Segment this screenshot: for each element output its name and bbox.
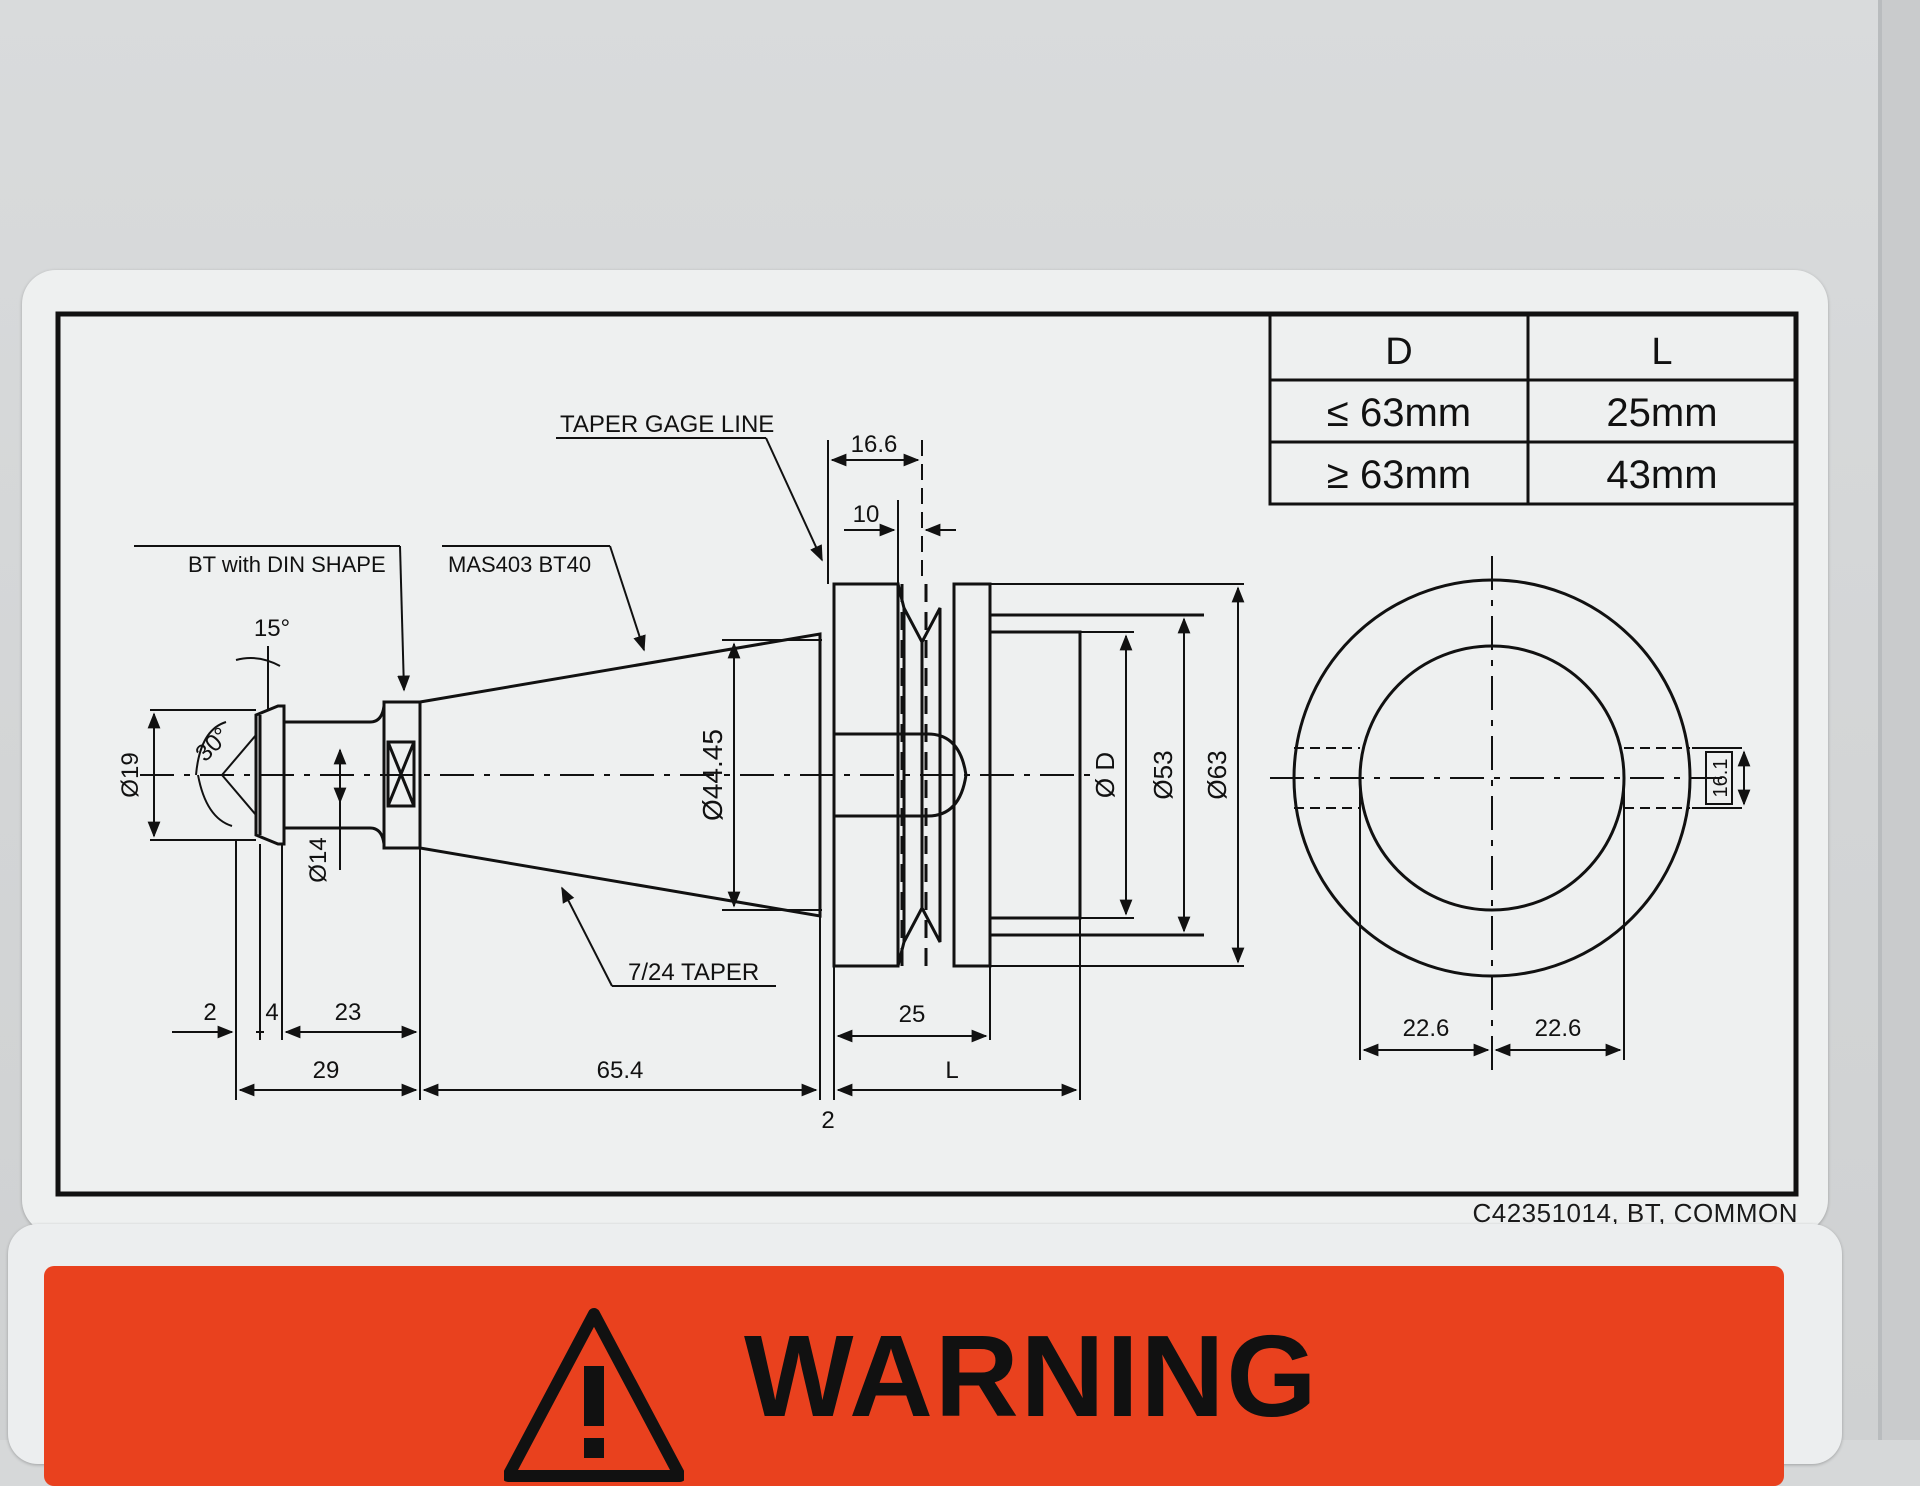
- drawing-border: [55, 311, 1799, 1197]
- dim-22-6-right-label: 22.6: [1535, 1015, 1582, 1042]
- callout-mas403: MAS403 BT40: [448, 552, 591, 577]
- table-header-l: L: [1651, 331, 1672, 373]
- dim-L-label: L: [945, 1057, 958, 1084]
- panel-side-strip: [1882, 0, 1920, 1440]
- diaD-label: Ø D: [1090, 752, 1120, 798]
- part-number: C42351014, BT, COMMON: [1472, 1198, 1798, 1228]
- callout-leaders: [134, 437, 823, 987]
- technical-drawing: D L ≤ 63mm 25mm ≥ 63mm 43mm: [55, 311, 1799, 1197]
- dim-dia19: [147, 709, 256, 841]
- table-row-1-l: 25mm: [1606, 391, 1717, 435]
- angle-marks: [195, 646, 281, 827]
- dim-2-left-label: 2: [203, 999, 216, 1026]
- dia53-label: Ø53: [1148, 750, 1178, 799]
- warning-label: WARNING: [8, 1224, 1842, 1486]
- dim-dia44: [722, 639, 822, 911]
- dim-end-view: [1359, 747, 1751, 1060]
- dim-16-6-label: 16.6: [851, 431, 898, 458]
- table-row-1-d: ≤ 63mm: [1327, 391, 1471, 435]
- warning-triangle-icon: [504, 1308, 684, 1482]
- dia19-label: Ø19: [117, 752, 144, 797]
- dia44-label: Ø44.45: [697, 729, 728, 821]
- angle-30-label: 30°: [190, 722, 235, 767]
- dim-4-label: 4: [265, 999, 278, 1026]
- tool-holder-label: D L ≤ 63mm 25mm ≥ 63mm 43mm: [22, 270, 1828, 1234]
- dim-16-1-label: 16.1: [1710, 759, 1732, 798]
- dim-diameters-right: [990, 583, 1245, 967]
- end-view: [1270, 556, 1722, 1070]
- dim-10-label: 10: [853, 501, 880, 528]
- dia63-label: Ø63: [1202, 750, 1232, 799]
- callout-taper: 7/24 TAPER: [628, 959, 759, 986]
- dim-25-label: 25: [899, 1001, 926, 1028]
- callout-bt-din-shape: BT with DIN SHAPE: [188, 552, 386, 577]
- dim-65-label: 65.4: [597, 1057, 644, 1084]
- dim-23-label: 23: [335, 999, 362, 1026]
- table-row-2-d: ≥ 63mm: [1327, 453, 1471, 497]
- dim-top: [827, 440, 956, 584]
- angle-15-label: 15°: [254, 615, 290, 642]
- table-row-2-l: 43mm: [1606, 453, 1717, 497]
- panel-seam: [1878, 0, 1882, 1440]
- dim-2-bottom-label: 2: [821, 1107, 834, 1134]
- dim-bottom: [172, 840, 1081, 1100]
- dimension-table: [1268, 312, 1798, 506]
- warning-band: WARNING: [44, 1266, 1784, 1486]
- dia14-label: Ø14: [305, 837, 332, 882]
- callout-taper-gage-line: TAPER GAGE LINE: [560, 411, 774, 438]
- dim-29-label: 29: [313, 1057, 340, 1084]
- warning-text: WARNING: [744, 1311, 1319, 1441]
- tool-holder-outline: [254, 582, 1204, 968]
- table-header-d: D: [1385, 331, 1412, 373]
- dim-22-6-left-label: 22.6: [1403, 1015, 1450, 1042]
